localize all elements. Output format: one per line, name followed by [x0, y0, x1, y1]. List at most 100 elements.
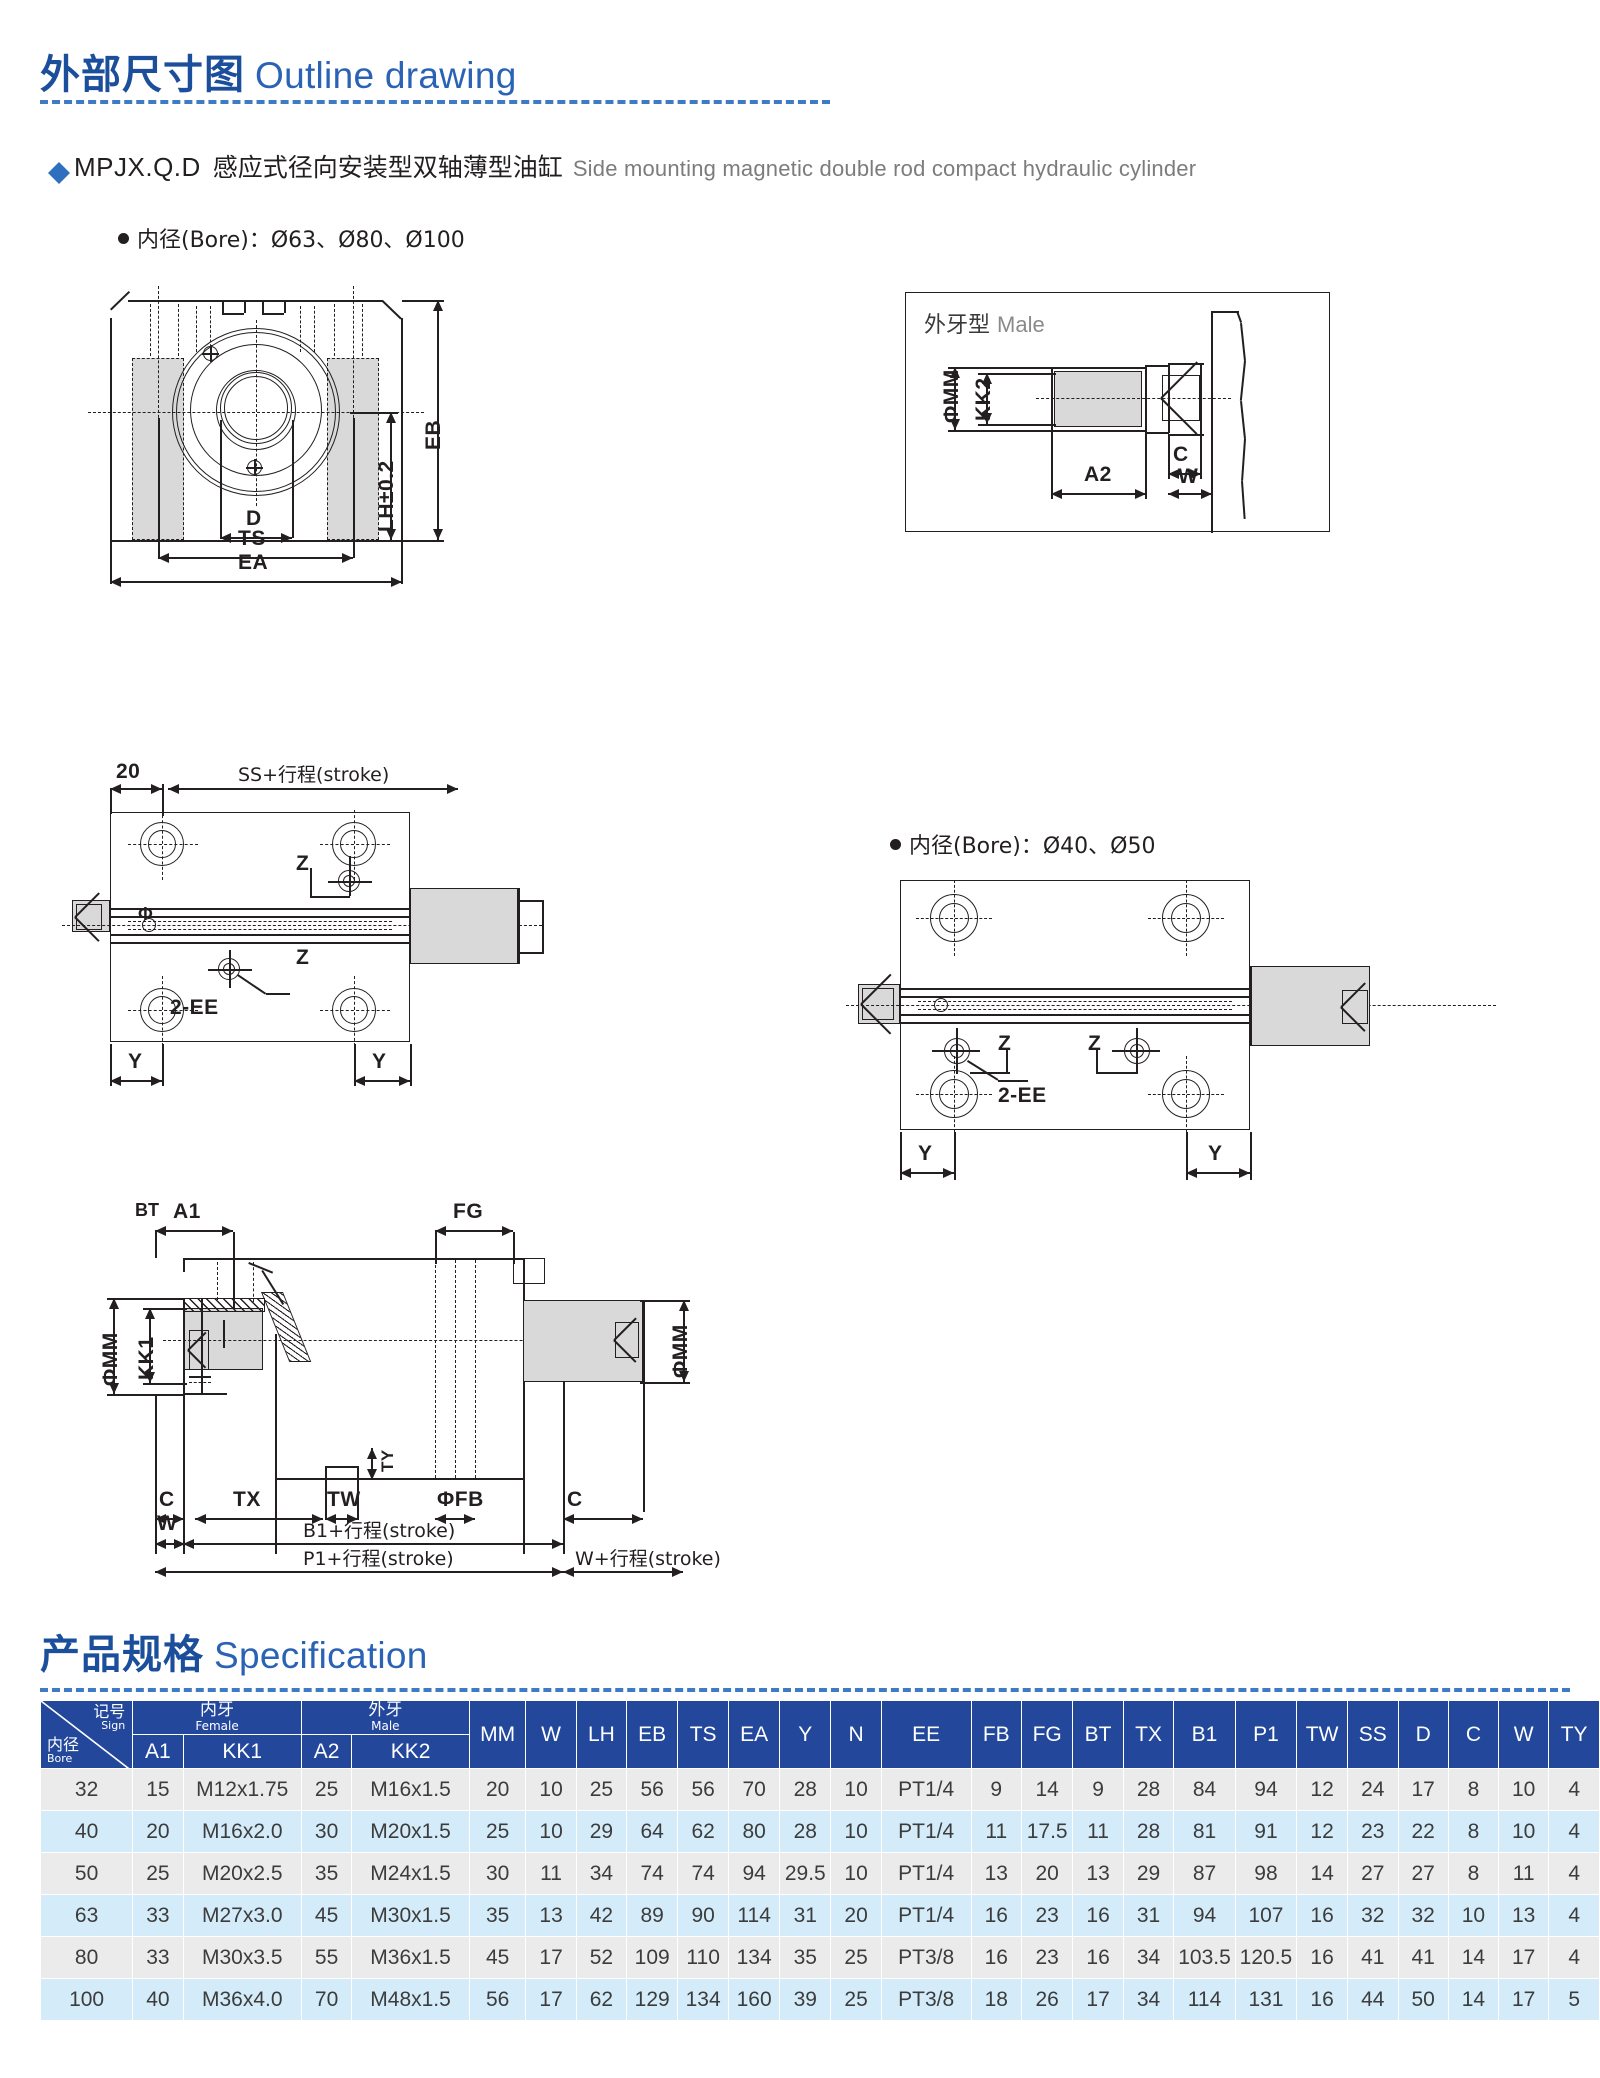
- dim-label-a2: A2: [1084, 463, 1112, 486]
- product-name-cn: 感应式径向安装型双轴薄型油缸: [212, 153, 563, 182]
- dim-label-z-right-right: Z: [1088, 1032, 1102, 1055]
- spec-cell-kk1: M12x1.75: [182, 1768, 302, 1811]
- male-detail-panel: 外牙型 Male ΦMM: [905, 292, 1330, 533]
- spec-cell-eb: 64: [626, 1810, 679, 1853]
- spec-col-header-w: W: [525, 1700, 577, 1769]
- spec-cell-w: 13: [525, 1894, 577, 1937]
- dim-label-c-left: C: [159, 1488, 175, 1511]
- dim-label-phi-mm-left: ΦMM: [99, 1332, 122, 1386]
- spec-col-header-n: N: [830, 1700, 882, 1769]
- spec-col-header-fg: FG: [1020, 1700, 1074, 1769]
- spec-cell-kk2: M30x1.5: [351, 1894, 470, 1937]
- dim-line-kk2: [982, 373, 991, 424]
- dim-line-y-left: [110, 1076, 162, 1085]
- spec-cell-ts: 134: [677, 1978, 730, 2021]
- spec-cell-y: 39: [779, 1978, 832, 2021]
- dim-label-kk2: KK2: [972, 377, 995, 421]
- spec-cell-ss: 27: [1347, 1852, 1399, 1895]
- dim-line-y-left-right: [900, 1168, 954, 1177]
- dim-line-lh: [386, 412, 395, 540]
- spec-cell-w: 11: [525, 1852, 577, 1895]
- spec-cell-p1: 98: [1234, 1852, 1298, 1895]
- spec-cell-eb: 129: [626, 1978, 679, 2021]
- spec-cell-mm: 45: [468, 1936, 527, 1979]
- spec-col-header-w: W: [1498, 1700, 1550, 1769]
- dim-label-y-left: Y: [128, 1050, 143, 1073]
- male-thread-body: [1054, 371, 1142, 427]
- dim-label-2-ee-right: 2-EE: [998, 1084, 1047, 1107]
- spec-col-header-b1: B1: [1173, 1700, 1236, 1769]
- spec-cell-bt: 13: [1072, 1852, 1124, 1895]
- dot-bullet-icon: [118, 232, 129, 244]
- spec-cell-fb: 11: [970, 1810, 1022, 1853]
- spec-cell-bore: 50: [39, 1852, 134, 1895]
- dim-line-w: [1168, 489, 1212, 498]
- product-name-en: Side mounting magnetic double rod compac…: [572, 156, 1197, 181]
- spec-cell-n: 25: [830, 1936, 882, 1979]
- spec-cell-ty: 4: [1548, 1810, 1600, 1853]
- spec-cell-d: 17: [1397, 1768, 1449, 1811]
- spec-cell-fb: 9: [970, 1768, 1022, 1811]
- bore-note-top: 内径(Bore)：Ø63、Ø80、Ø100: [118, 222, 465, 254]
- spec-title-en: Specification: [214, 1635, 428, 1676]
- diamond-bullet-icon: [48, 151, 70, 184]
- spec-cell-fb: 16: [970, 1936, 1022, 1979]
- dim-label-phi-mm-right: ΦMM: [669, 1324, 692, 1378]
- spec-col-header-kk2: KK2: [351, 1734, 470, 1769]
- dim-line-ss-stroke: [168, 784, 458, 793]
- spec-cell-mm: 30: [468, 1852, 527, 1895]
- spec-cell-w: 10: [1498, 1810, 1550, 1853]
- spec-col-header-ts: TS: [677, 1700, 730, 1769]
- dot-bullet-icon-2: [890, 838, 901, 850]
- dim-label-tx: TX: [233, 1488, 261, 1511]
- spec-cell-a2: 55: [300, 1936, 353, 1979]
- dim-line-w-left: [155, 1539, 185, 1548]
- product-code: MPJX.Q.D: [74, 152, 201, 182]
- spec-cell-a2: 30: [300, 1810, 353, 1853]
- spec-cell-tw: 16: [1296, 1894, 1349, 1937]
- spec-cell-tx: 28: [1122, 1810, 1175, 1853]
- spec-cell-ty: 4: [1548, 1894, 1600, 1937]
- spec-cell-a2: 25: [300, 1768, 353, 1811]
- spec-cell-tx: 34: [1122, 1978, 1175, 2021]
- dim-label-kk1: KK1: [135, 1336, 158, 1380]
- dim-line-phi-mm-left: [109, 1298, 118, 1394]
- spec-cell-eb: 56: [626, 1768, 679, 1811]
- spec-col-header-ss: SS: [1347, 1700, 1399, 1769]
- dim-label-a1: A1: [173, 1200, 201, 1223]
- dim-label-w: W: [1178, 465, 1199, 488]
- spec-cell-bore: 32: [39, 1768, 134, 1811]
- spec-title-cn: 产品规格: [40, 1632, 204, 1678]
- dim-line-y-right-right: [1186, 1168, 1250, 1177]
- spec-cell-a1: 40: [132, 1978, 184, 2021]
- spec-cell-n: 20: [830, 1894, 882, 1937]
- spec-cell-n: 10: [830, 1768, 882, 1811]
- spec-cell-fb: 13: [970, 1852, 1022, 1895]
- dim-line-a1: [155, 1226, 233, 1235]
- spec-col-header-tx: TX: [1122, 1700, 1175, 1769]
- spec-cell-ty: 4: [1548, 1936, 1600, 1979]
- spec-cell-ee: PT1/4: [880, 1810, 972, 1853]
- spec-col-header-a2: A2: [300, 1734, 353, 1769]
- spec-cell-eb: 109: [626, 1936, 679, 1979]
- spec-cell-ss: 44: [1347, 1978, 1399, 2021]
- spec-cell-p1: 120.5: [1234, 1936, 1298, 1979]
- spec-col-header-c: C: [1447, 1700, 1500, 1769]
- spec-cell-d: 27: [1397, 1852, 1449, 1895]
- spec-cell-fb: 16: [970, 1894, 1022, 1937]
- spec-cell-ty: 4: [1548, 1852, 1600, 1895]
- spec-cell-tw: 12: [1296, 1768, 1349, 1811]
- dim-line-kk1: [145, 1308, 154, 1383]
- spec-cell-kk2: M48x1.5: [351, 1978, 470, 2021]
- spec-cell-kk2: M24x1.5: [351, 1852, 470, 1895]
- dim-label-w-stroke: W+行程(stroke): [575, 1548, 721, 1570]
- section-view-drawing: A1 FG BT: [99, 1200, 815, 1600]
- dim-line-phi-mm-right: [679, 1300, 688, 1382]
- spec-cell-kk1: M30x3.5: [182, 1936, 302, 1979]
- dim-label-ea: EA: [238, 551, 269, 574]
- spec-cell-eb: 74: [626, 1852, 679, 1895]
- page-title-en: Outline drawing: [255, 55, 517, 96]
